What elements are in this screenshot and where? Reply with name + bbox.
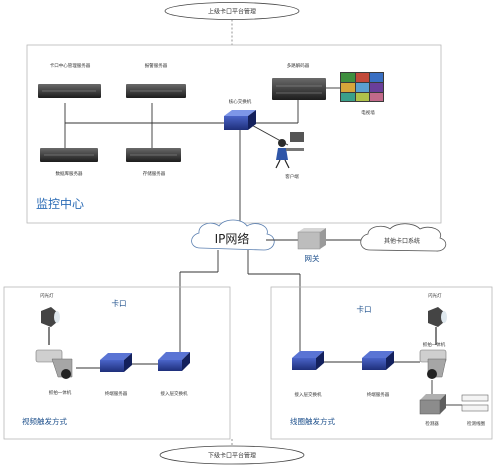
- right-detector: 检测器: [419, 394, 446, 427]
- left-flash-label: 闪光灯: [40, 292, 54, 299]
- server-decoder: 多路解码器: [272, 62, 326, 100]
- server-database: 数据库服务器: [40, 148, 98, 177]
- client-workstation: 客户端: [275, 132, 304, 180]
- tv-wall: 电视墙: [340, 72, 384, 116]
- right-site-title: 卡口: [357, 304, 372, 314]
- right-camera: 抓拍一体机: [419, 341, 447, 379]
- left-flash-light: [41, 307, 60, 345]
- right-coil: 检测线圈: [461, 394, 489, 427]
- right-access-switch: 接入层交换机: [292, 351, 324, 398]
- svg-text:检测线圈: 检测线圈: [467, 420, 485, 427]
- server-center-mgmt: 卡口中心管理服务器: [38, 62, 101, 98]
- left-site-box: [3, 286, 231, 440]
- right-mode-label: 线圈触发方式: [290, 416, 335, 426]
- monitoring-center-title: 监控中心: [36, 196, 84, 211]
- center-wiring: [64, 87, 340, 233]
- svg-text:接入层交换机: 接入层交换机: [295, 391, 322, 398]
- svg-text:多路解码器: 多路解码器: [287, 62, 310, 69]
- monitoring-center-box: [26, 44, 442, 224]
- top-platform-node: 上级卡口平台管理: [164, 2, 300, 20]
- bottom-platform-label: 下级卡口平台管理: [208, 452, 256, 460]
- left-site-title: 卡口: [112, 298, 127, 308]
- right-site-box: [270, 286, 493, 440]
- right-flash-label: 闪光灯: [428, 292, 442, 299]
- top-platform-label: 上级卡口平台管理: [208, 8, 256, 16]
- svg-text:抓拍一体机: 抓拍一体机: [49, 389, 72, 396]
- svg-text:IP网络: IP网络: [215, 231, 250, 246]
- svg-text:接入层交换机: 接入层交换机: [161, 390, 188, 397]
- svg-text:报警服务器: 报警服务器: [145, 62, 168, 69]
- right-transfer-server: 终端服务器: [362, 351, 394, 398]
- server-storage: 存储服务器: [126, 148, 181, 177]
- ip-network-cloud: IP网络: [191, 219, 275, 251]
- gateway: 网关: [266, 228, 364, 263]
- core-switch: 核心交换机: [224, 98, 256, 130]
- other-system-cloud: 其他卡口系统: [360, 223, 447, 252]
- svg-text:客户端: 客户端: [285, 173, 299, 180]
- svg-text:网关: 网关: [305, 253, 320, 263]
- right-flash-light: [428, 307, 447, 345]
- svg-text:存储服务器: 存储服务器: [143, 170, 166, 177]
- svg-text:抓拍一体机: 抓拍一体机: [423, 341, 446, 348]
- left-camera: 抓拍一体机: [35, 349, 73, 396]
- svg-text:终端服务器: 终端服务器: [367, 391, 390, 398]
- svg-text:卡口中心管理服务器: 卡口中心管理服务器: [50, 62, 91, 69]
- svg-text:检测器: 检测器: [425, 420, 439, 427]
- site-links: [179, 250, 301, 355]
- server-alarm: 报警服务器: [126, 62, 186, 98]
- svg-text:电视墙: 电视墙: [361, 109, 375, 116]
- svg-text:其他卡口系统: 其他卡口系统: [384, 237, 420, 245]
- left-transfer-server: 终端服务器: [100, 353, 132, 397]
- svg-text:数据库服务器: 数据库服务器: [56, 170, 83, 177]
- svg-text:终端服务器: 终端服务器: [105, 390, 128, 397]
- left-mode-label: 视频触发方式: [22, 416, 67, 426]
- svg-text:核心交换机: 核心交换机: [229, 98, 252, 105]
- left-access-switch: 接入层交换机: [158, 352, 190, 397]
- bottom-platform-node: 下级卡口平台管理: [159, 445, 305, 465]
